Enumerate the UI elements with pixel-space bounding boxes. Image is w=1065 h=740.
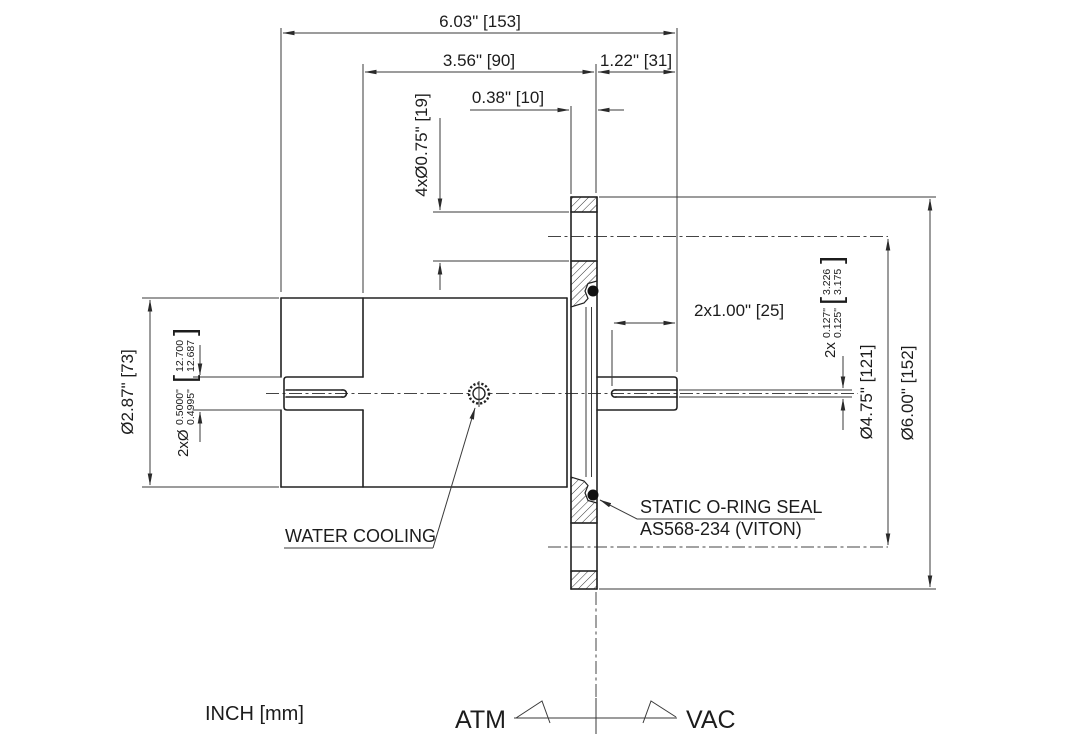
units-note: INCH [mm] — [205, 703, 304, 725]
symbol-atm-vac: ATM VAC — [455, 700, 736, 734]
dim-slot-length-text: 2x1.00" [25] — [694, 301, 784, 320]
dim-shaft-diameter: 2xØ 0.5000" 0.4995" [ 12.700 12.687 ] — [169, 328, 281, 457]
label-water-cooling: WATER COOLING — [284, 407, 476, 549]
label-oring-seal: STATIC O-RING SEAL AS568-234 (VITON) — [599, 497, 822, 539]
centerlines — [266, 236, 888, 734]
dim-flange-thickness: 0.38" [10] — [470, 88, 624, 194]
vac-direction-arrow — [642, 700, 677, 724]
shaft-dia-in-upper: 0.5000" — [174, 389, 186, 425]
dim-overall-length-text: 6.03" [153] — [439, 12, 521, 31]
dim-body-to-face: 3.56" [90] — [362, 51, 597, 293]
dim-body-diameter-text: Ø2.87" [73] — [118, 349, 137, 434]
oring-seals — [587, 285, 599, 501]
dim-bolt-holes-text: 4xØ0.75" [19] — [412, 93, 431, 196]
water-cooling-text: WATER COOLING — [285, 526, 436, 546]
housing-body — [280, 297, 568, 488]
dim-bolt-circle: Ø4.75" [121] — [857, 238, 891, 546]
dim-flange-diameter: Ø6.00" [152] — [599, 196, 936, 590]
slot-width-mm-upper: 3.226 — [821, 269, 833, 295]
oring-seal-line2: AS568-234 (VITON) — [640, 519, 802, 539]
shaft-dia-mm-upper: 12.700 — [174, 340, 186, 372]
oring-top — [587, 285, 599, 297]
oring-bottom — [587, 489, 599, 501]
slot-width-mm-lower: 3.175 — [832, 269, 844, 295]
atm-label: ATM — [455, 706, 506, 734]
flange-hatch-top — [570, 196, 598, 213]
dim-shaft-extension: 1.22" [31] — [597, 51, 676, 75]
shaft-dia-bracket-open: [ — [169, 375, 201, 383]
dim-body-to-face-text: 3.56" [90] — [443, 51, 515, 70]
shaft-dia-prefix: 2xØ — [175, 429, 192, 457]
oring-seal-line1: STATIC O-RING SEAL — [640, 497, 822, 517]
dim-body-diameter: Ø2.87" [73] — [118, 297, 279, 488]
shaft-dia-mm-lower: 12.687 — [185, 340, 197, 372]
shaft-right — [596, 376, 678, 411]
shaft-dia-bracket-close: ] — [169, 328, 201, 336]
dim-flange-diameter-text: Ø6.00" [152] — [898, 346, 917, 441]
dim-bolt-circle-text: Ø4.75" [121] — [857, 345, 876, 440]
dim-bolt-holes: 4xØ0.75" [19] — [412, 93, 569, 290]
dim-flange-thickness-text: 0.38" [10] — [472, 88, 544, 107]
slot-width-prefix: 2x — [822, 342, 839, 358]
dim-slot-length: 2x1.00" [25] — [611, 301, 784, 386]
dim-slot-width: 2x 0.127" 0.125" [ 3.226 3.175 ] — [679, 256, 852, 430]
slot-width-bracket-open: [ — [816, 297, 848, 305]
shaft-dia-in-lower: 0.4995" — [185, 389, 197, 425]
vac-label: VAC — [686, 706, 736, 734]
shaft-left — [283, 376, 364, 411]
flange-hatch-upper-lip — [570, 260, 598, 308]
slot-width-in-lower: 0.125" — [832, 308, 844, 338]
dim-overall-length: 6.03" [153] — [280, 12, 678, 372]
water-cooling-port — [467, 381, 491, 407]
flange-hatch-bottom — [570, 570, 598, 590]
slot-width-bracket-close: ] — [816, 256, 848, 264]
flange-section — [570, 196, 598, 590]
slot-width-in-upper: 0.127" — [821, 308, 833, 338]
dim-shaft-extension-text: 1.22" [31] — [600, 51, 672, 70]
atm-direction-arrow — [515, 700, 551, 724]
